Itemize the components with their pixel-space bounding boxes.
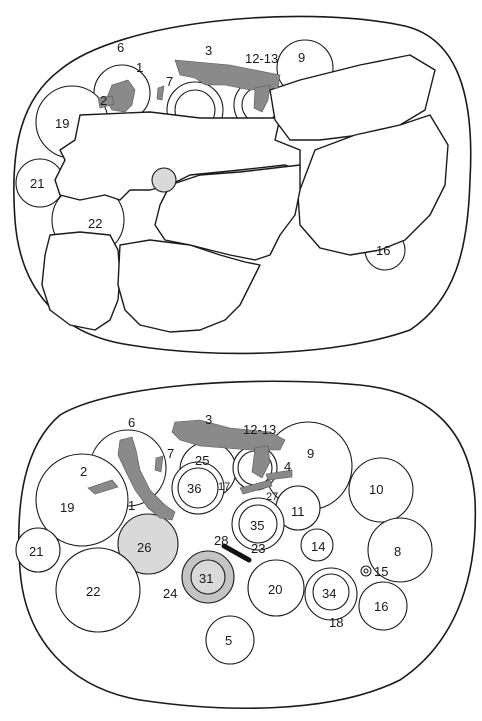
bottom-label-5: 5 (225, 633, 232, 648)
bottom-label-35: 35 (250, 518, 264, 533)
bottom-label-4: 4 (284, 459, 291, 474)
top-label-12-13: 12-13 (245, 51, 278, 66)
bottom-label-7: 7 (167, 446, 174, 461)
bottom-label-18: 18 (329, 615, 343, 630)
bottom-label-23: 23 (251, 541, 265, 556)
top-panel: 6 1 7 3 12-13 9 2 19 21 22 16 (14, 16, 471, 353)
bottom-label-10: 10 (369, 482, 383, 497)
top-label-2: 2 (100, 93, 107, 108)
bottom-label-26: 26 (137, 540, 151, 555)
bottom-label-19: 19 (60, 500, 74, 515)
top-label-19: 19 (55, 116, 69, 131)
top-label-1: 1 (136, 60, 143, 75)
top-label-3: 3 (205, 43, 212, 58)
bottom-label-24: 24 (163, 586, 177, 601)
top-plate-lower-left (42, 232, 120, 330)
bottom-panel: 6 3 12-13 9 2 7 25 4 36 17 27 10 19 1 11… (16, 381, 475, 708)
bottom-label-15: 15 (374, 564, 388, 579)
bottom-label-6: 6 (128, 415, 135, 430)
bottom-label-11: 11 (291, 504, 305, 519)
top-label-9: 9 (298, 50, 305, 65)
top-central-disk (152, 168, 176, 192)
bottom-label-21: 21 (29, 544, 43, 559)
top-label-21: 21 (30, 176, 44, 191)
bottom-label-22: 22 (86, 584, 100, 599)
bottom-label-25: 25 (195, 453, 209, 468)
bottom-label-1: 1 (128, 498, 135, 513)
bottom-label-20: 20 (268, 582, 282, 597)
top-label-7: 7 (166, 74, 173, 89)
bottom-label-34: 34 (322, 586, 336, 601)
top-label-22: 22 (88, 216, 102, 231)
bottom-label-28: 28 (214, 533, 228, 548)
bottom-label-14: 14 (311, 539, 325, 554)
bottom-label-3: 3 (205, 412, 212, 427)
bottom-label-12-13: 12-13 (243, 422, 276, 437)
bottom-label-27: 27 (266, 491, 278, 503)
bottom-label-36: 36 (187, 481, 201, 496)
top-label-16: 16 (376, 243, 390, 258)
bottom-label-8: 8 (394, 544, 401, 559)
bottom-label-16: 16 (374, 599, 388, 614)
bottom-label-2: 2 (80, 464, 87, 479)
bottom-label-17: 17 (218, 481, 230, 493)
top-label-6: 6 (117, 40, 124, 55)
bottom-label-31: 31 (199, 571, 213, 586)
bottom-label-9: 9 (307, 446, 314, 461)
